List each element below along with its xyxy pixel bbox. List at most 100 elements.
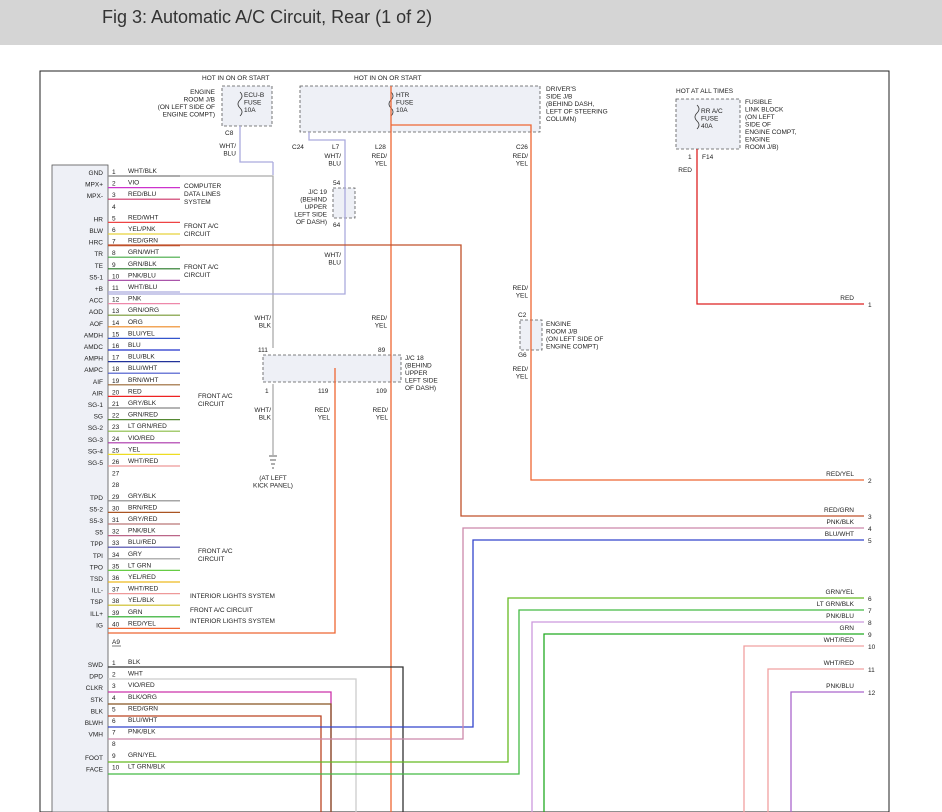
fusible-link-label: LINK BLOCK: [745, 107, 784, 114]
rr-ac-fuse-label: 40A: [701, 123, 713, 130]
pin-number: 13: [112, 308, 120, 315]
output-number: 6: [868, 596, 872, 603]
pin-number: 30: [112, 505, 120, 512]
wire-label-red-yel-1: YEL: [375, 161, 388, 168]
wire-label-wht-blu-2: BLU: [328, 161, 341, 168]
jc19-label: LEFT SIDE: [294, 212, 327, 219]
drivers-jb-box: [299, 85, 541, 133]
drivers-jb-label: COLUMN): [546, 116, 576, 123]
wire-label-red-yel-2: RED/: [512, 153, 528, 160]
wire-code: GRY: [128, 551, 143, 558]
pin-name: TPO: [90, 564, 103, 571]
pin-name: VMH: [89, 732, 104, 739]
jc18-label: LEFT SIDE: [405, 378, 438, 385]
pin-number: 27: [112, 471, 120, 478]
wire-label-red-yel-7: YEL: [376, 415, 389, 422]
pin-name: +B: [95, 286, 103, 293]
rr-ac-fuse-label: FUSE: [701, 116, 719, 123]
wire-code: WHT/RED: [128, 458, 159, 465]
pin-number: 11: [112, 285, 119, 292]
pin-name: FACE: [86, 766, 104, 773]
pin-name: BLWH: [85, 720, 104, 727]
front-ac-label-4: FRONT A/C: [198, 548, 233, 555]
pin-number: 28: [112, 482, 120, 489]
jc18-pin-1: 1: [265, 388, 269, 395]
pin-number: 4: [112, 695, 116, 702]
output-number: 11: [868, 667, 875, 674]
rr-ac-fuse-box: [675, 98, 741, 150]
wire-code: RED/GRN: [128, 238, 158, 245]
wire-code: PNK/BLU: [128, 272, 156, 279]
pin-name: BLK: [91, 708, 104, 715]
htr-fuse-symbol: [388, 91, 394, 117]
pin-number: 26: [112, 459, 120, 466]
pin-number: 14: [112, 320, 120, 327]
ecu-b-fuse-label: 10A: [244, 107, 256, 114]
wire-code: RED/BLU: [128, 191, 156, 198]
jc19-box: [332, 187, 356, 219]
computer-data-label: SYSTEM: [184, 199, 211, 206]
jc19-label: J/C 19: [308, 189, 327, 196]
pin-number: 31: [112, 517, 120, 524]
wire-code: WHT/BLK: [128, 168, 158, 175]
pin-name: FOOT: [85, 755, 103, 762]
pin-name: BLW: [89, 228, 103, 235]
drivers-jb-label: (BEHIND DASH,: [546, 101, 595, 108]
pin-number: 9: [112, 262, 116, 269]
output-number: 7: [868, 608, 872, 615]
figure-title: Fig 3: Automatic A/C Circuit, Rear (1 of…: [102, 7, 433, 27]
pin-name: HRC: [89, 240, 103, 247]
wire-code: BLU/RED: [128, 539, 156, 546]
pin-number: 15: [112, 331, 120, 338]
pin-number: 33: [112, 540, 120, 547]
pin-name: AOD: [89, 309, 103, 316]
pin-name: STK: [90, 697, 103, 704]
pin-name: AMPC: [84, 367, 103, 374]
output-number: 2: [868, 478, 872, 485]
ecu-b-fuse-label: FUSE: [244, 100, 262, 107]
wire-code: ORG: [128, 319, 143, 326]
wire-label-red-yel-3: YEL: [516, 293, 529, 300]
pin-name: SG-5: [88, 460, 104, 467]
l7-label: L7: [332, 144, 340, 151]
rr-ac-fuse-symbol: [694, 104, 700, 130]
hot-on-start-label-1: HOT IN ON OR START: [202, 75, 270, 82]
wire-code: GRN/BLK: [128, 261, 157, 268]
pin-number: 24: [112, 436, 120, 443]
interior-lights-label-2: INTERIOR LIGHTS SYSTEM: [190, 618, 275, 625]
jc19-pin-54: 54: [333, 180, 341, 187]
fusible-link-label: ENGINE: [745, 137, 771, 144]
pin-name: SG-2: [88, 425, 104, 432]
wire-label-wht-blu-3: BLU: [328, 260, 341, 267]
front-ac-single-label: FRONT A/C CIRCUIT: [190, 607, 253, 614]
drivers-jb-label: SIDE J/B: [546, 94, 572, 101]
c2-label: C2: [518, 312, 527, 319]
pin-name: SWD: [88, 662, 103, 669]
wire-code: BLU/WHT: [128, 717, 157, 724]
output-wire-label: RED/YEL: [826, 471, 854, 478]
wire-code: VIO/RED: [128, 682, 155, 689]
output-number: 8: [868, 620, 872, 627]
wire-label-wht-blu-1: WHT/: [219, 143, 236, 150]
pin-number: 2: [112, 181, 116, 188]
pin-number: 40: [112, 621, 120, 628]
output-number: 12: [868, 690, 876, 697]
c8-label: C8: [225, 130, 234, 137]
c26-label: C26: [516, 144, 528, 151]
front-ac-label-1: FRONT A/C: [184, 223, 219, 230]
pin-number: 5: [112, 706, 116, 713]
wire-code: GRY/BLK: [128, 400, 157, 407]
drivers-jb-label: LEFT OF STEERING: [546, 109, 608, 116]
wire-label-red-yel-4: RED/: [512, 366, 528, 373]
right-output-labels: RED1RED/YEL2RED/GRN3PNK/BLK4BLU/WHT5GRN/…: [817, 295, 876, 697]
wire-code: WHT/BLU: [128, 284, 158, 291]
output-wire-label: WHT/RED: [824, 660, 855, 667]
computer-data-label: DATA LINES: [184, 191, 221, 198]
pin-name: SG: [94, 414, 103, 421]
pin-name: TSD: [90, 576, 103, 583]
ecu-b-fuse-box: [221, 85, 273, 127]
fusible-link-label: FUSIBLE: [745, 99, 773, 106]
hot-on-start-label-2: HOT IN ON OR START: [354, 75, 422, 82]
pin-number: 16: [112, 343, 120, 350]
c24-label: C24: [292, 144, 304, 151]
